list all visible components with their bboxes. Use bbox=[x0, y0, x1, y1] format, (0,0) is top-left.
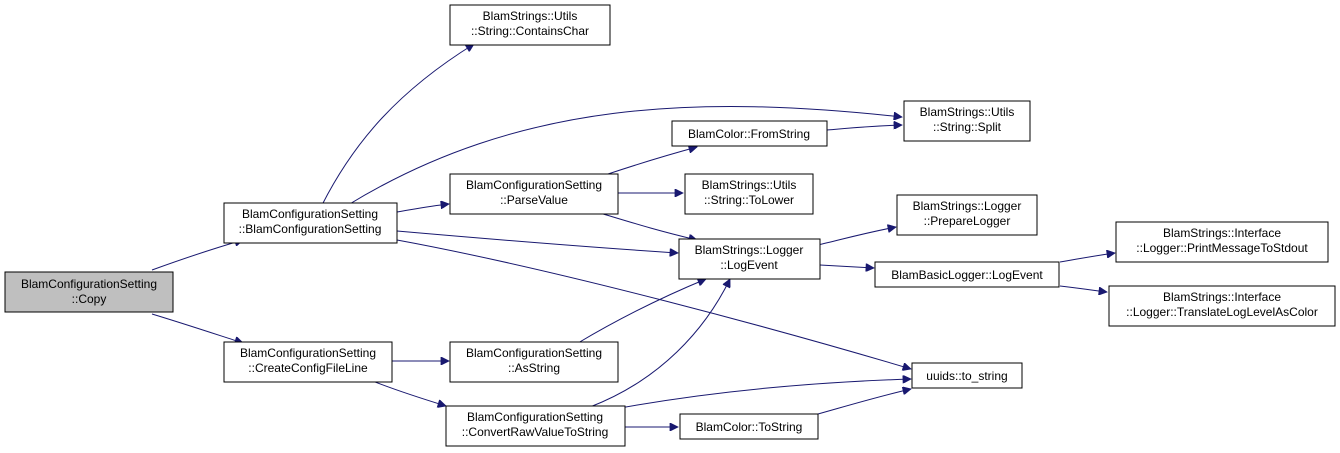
edge-parse-value-to-from-string bbox=[607, 147, 697, 175]
edge-convert-raw-to-log-event bbox=[589, 279, 730, 408]
edge-color-to-string-to-uuids-to-string bbox=[817, 389, 911, 415]
node-convert-raw-value-to-string[interactable]: BlamConfigurationSetting ::ConvertRawVal… bbox=[445, 405, 626, 447]
node-log-event-line-1: BlamStrings::Logger bbox=[695, 243, 804, 257]
node-translate-log-level-as-color[interactable]: BlamStrings::Interface ::Logger::Transla… bbox=[1108, 285, 1336, 327]
edge-copy-to-ctor bbox=[151, 240, 243, 271]
edge-ctor-to-uuids-to-string bbox=[396, 239, 911, 369]
node-create-config-file-line-line-1: BlamConfigurationSetting bbox=[240, 346, 376, 360]
node-print-message-to-stdout[interactable]: BlamStrings::Interface ::Logger::PrintMe… bbox=[1115, 221, 1329, 263]
edge-ctor-to-parse-value bbox=[396, 204, 449, 213]
node-prepare-logger[interactable]: BlamStrings::Logger ::PrepareLogger bbox=[896, 194, 1038, 236]
node-contains-char[interactable]: BlamStrings::Utils ::String::ContainsCha… bbox=[449, 4, 611, 46]
node-log-event-line-2: ::LogEvent bbox=[720, 258, 778, 272]
node-to-lower-line-1: BlamStrings::Utils bbox=[702, 178, 797, 192]
node-print-message-to-stdout-line-2: ::Logger::PrintMessageToStdout bbox=[1136, 241, 1308, 255]
node-split[interactable]: BlamStrings::Utils ::String::Split bbox=[903, 100, 1031, 142]
node-copy-line-2: ::Copy bbox=[72, 292, 107, 306]
node-prepare-logger-line-2: ::PrepareLogger bbox=[924, 214, 1011, 228]
node-uuids-to-string[interactable]: uuids::to_string bbox=[911, 362, 1023, 389]
node-parse-value-line-1: BlamConfigurationSetting bbox=[466, 178, 602, 192]
node-basic-logger-log-event[interactable]: BlamBasicLogger::LogEvent bbox=[874, 261, 1060, 288]
edge-parse-value-to-log-event bbox=[599, 212, 697, 240]
edge-copy-to-create-config-file-line bbox=[151, 313, 243, 343]
node-split-line-2: ::String::Split bbox=[933, 120, 1002, 134]
node-translate-log-level-as-color-line-2: ::Logger::TranslateLogLevelAsColor bbox=[1126, 305, 1318, 319]
node-as-string-line-1: BlamConfigurationSetting bbox=[466, 346, 602, 360]
edge-create-config-file-line-to-convert-raw bbox=[369, 379, 446, 406]
edge-ctor-to-log-event bbox=[396, 230, 678, 253]
node-create-config-file-line[interactable]: BlamConfigurationSetting ::CreateConfigF… bbox=[223, 341, 393, 383]
node-convert-raw-value-to-string-line-1: BlamConfigurationSetting bbox=[467, 410, 603, 424]
node-basic-logger-log-event-label: BlamBasicLogger::LogEvent bbox=[891, 268, 1043, 282]
node-parse-value-line-2: ::ParseValue bbox=[500, 193, 568, 207]
node-contains-char-line-2: ::String::ContainsChar bbox=[471, 24, 589, 38]
node-contains-char-line-1: BlamStrings::Utils bbox=[483, 9, 578, 23]
edge-basic-log-event-to-translate-color bbox=[1059, 285, 1107, 292]
node-to-lower[interactable]: BlamStrings::Utils ::String::ToLower bbox=[684, 173, 814, 215]
node-prepare-logger-line-1: BlamStrings::Logger bbox=[913, 199, 1022, 213]
edge-log-event-to-prepare-logger bbox=[817, 227, 896, 246]
node-log-event[interactable]: BlamStrings::Logger ::LogEvent bbox=[678, 238, 821, 280]
node-print-message-to-stdout-line-1: BlamStrings::Interface bbox=[1163, 226, 1281, 240]
node-copy-line-1: BlamConfigurationSetting bbox=[21, 277, 157, 291]
node-parse-value[interactable]: BlamConfigurationSetting ::ParseValue bbox=[449, 173, 619, 215]
node-create-config-file-line-line-2: ::CreateConfigFileLine bbox=[248, 361, 368, 375]
edge-ctor-to-split bbox=[347, 105, 902, 206]
node-split-line-1: BlamStrings::Utils bbox=[920, 105, 1015, 119]
node-color-to-string[interactable]: BlamColor::ToString bbox=[679, 413, 819, 440]
edge-ctor-to-contains-char bbox=[321, 44, 474, 206]
edges-layer bbox=[151, 44, 1115, 427]
node-ctor-line-2: ::BlamConfigurationSetting bbox=[239, 222, 382, 236]
edge-from-string-to-split bbox=[826, 125, 902, 131]
node-convert-raw-value-to-string-line-2: ::ConvertRawValueToString bbox=[462, 425, 609, 439]
edge-log-event-to-basic-log-event bbox=[819, 265, 874, 268]
edge-as-string-to-log-event bbox=[577, 279, 706, 344]
node-uuids-to-string-label: uuids::to_string bbox=[926, 369, 1007, 383]
nodes-layer: BlamConfigurationSetting ::Copy BlamConf… bbox=[4, 4, 1336, 447]
node-from-string-label: BlamColor::FromString bbox=[688, 127, 810, 141]
node-to-lower-line-2: ::String::ToLower bbox=[704, 193, 794, 207]
node-blam-configuration-setting-ctor[interactable]: BlamConfigurationSetting ::BlamConfigura… bbox=[223, 202, 398, 244]
edge-basic-log-event-to-print-stdout bbox=[1059, 253, 1115, 263]
node-as-string[interactable]: BlamConfigurationSetting ::AsString bbox=[449, 341, 619, 383]
node-color-to-string-label: BlamColor::ToString bbox=[696, 420, 803, 434]
node-translate-log-level-as-color-line-1: BlamStrings::Interface bbox=[1163, 290, 1281, 304]
node-copy[interactable]: BlamConfigurationSetting ::Copy bbox=[4, 271, 174, 313]
edge-convert-raw-to-uuids-to-string bbox=[619, 379, 911, 409]
node-ctor-line-1: BlamConfigurationSetting bbox=[242, 207, 378, 221]
node-from-string[interactable]: BlamColor::FromString bbox=[671, 120, 828, 147]
node-as-string-line-2: ::AsString bbox=[508, 361, 560, 375]
